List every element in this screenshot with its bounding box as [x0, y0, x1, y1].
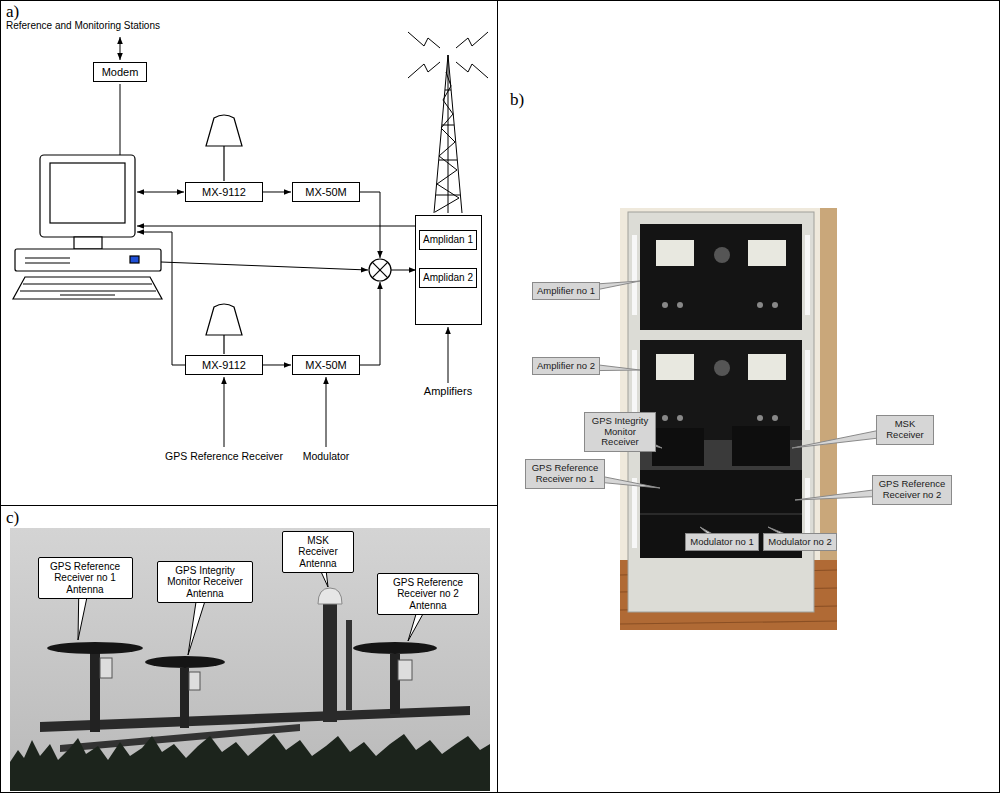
- speech-bubble: GPS Reference Receiver no 2 Antenna: [377, 573, 479, 616]
- box-text: MX-50M: [301, 186, 351, 199]
- box-text: MX-9112: [194, 359, 254, 372]
- box-text: Amplidan 2: [423, 272, 473, 284]
- box-text: MX-9112: [194, 186, 254, 199]
- signal-arrow: [263, 191, 291, 192]
- computer-icon: [13, 155, 162, 299]
- signal-arrow: [263, 364, 291, 365]
- box-text: MSK Receiver Antenna: [288, 535, 348, 570]
- box-text: GPS Reference Receiver no 1: [530, 463, 600, 485]
- panel-letter: a): [6, 2, 19, 22]
- receiver-box: MX-9112: [185, 182, 263, 203]
- callout-box: Amplifier no 1: [532, 282, 600, 301]
- callout-box: Modulator no 1: [685, 533, 758, 552]
- panel-letter: b): [510, 90, 524, 110]
- box-text: Modulator no 1: [690, 537, 753, 548]
- box-text: Amplifier no 1: [537, 286, 595, 297]
- speech-bubble: GPS Integrity Monitor Receiver Antenna: [157, 561, 253, 604]
- box-text: Amplifier no 2: [537, 361, 595, 372]
- panel-letter: c): [6, 508, 19, 528]
- mixer-symbol: [369, 259, 391, 281]
- antenna-photo: [10, 528, 490, 791]
- box-text: GPS Integrity Monitor Receiver: [589, 416, 651, 449]
- callout-box: GPS Integrity Monitor Receiver: [584, 412, 656, 453]
- box-text: MX-50M: [301, 359, 351, 372]
- box-text: MSK Receiver: [881, 419, 929, 441]
- callout-box: Amplifier no 2: [532, 357, 600, 376]
- box-text: Amplidan 1: [423, 234, 473, 246]
- callout-box: GPS Reference Receiver no 1: [525, 459, 605, 489]
- gps-antenna-icon: [206, 115, 242, 354]
- box-text: GPS Reference Receiver no 1 Antenna: [44, 561, 127, 596]
- caption-label: GPS Reference Receiver: [165, 450, 283, 462]
- signal-wire: [120, 37, 448, 447]
- speech-bubble: GPS Reference Receiver no 1 Antenna: [38, 557, 133, 600]
- speech-bubble: MSK Receiver Antenna: [282, 531, 354, 574]
- caption-label: Modulator: [303, 450, 350, 462]
- callout-pointer: [565, 281, 912, 542]
- box-text: GPS Integrity Monitor Receiver Antenna: [163, 565, 247, 600]
- callout-box: MSK Receiver: [876, 415, 934, 445]
- amplifier-box: Amplidan 2: [419, 268, 477, 288]
- transmitter-tower: [408, 32, 488, 213]
- amplifier-rack: AmplifiersAmplidan 1Amplidan 2: [415, 215, 482, 325]
- callout-box: Modulator no 2: [763, 533, 836, 552]
- box-text: Modulator no 2: [768, 537, 831, 548]
- box-text: GPS Reference Receiver no 2: [877, 479, 947, 501]
- callout-box: GPS Reference Receiver no 2: [872, 475, 952, 505]
- caption-label: Reference and Monitoring Stations: [6, 20, 160, 32]
- box-text: Amplifiers: [424, 385, 472, 398]
- receiver-box: MX-9112: [185, 355, 263, 376]
- modulator-box: MX-50M: [292, 355, 360, 376]
- box-text: GPS Reference Receiver no 2 Antenna: [383, 577, 473, 612]
- modem-box: Modem: [93, 62, 148, 83]
- amplifier-box: Amplidan 1: [419, 230, 477, 250]
- modulator-box: MX-50M: [292, 182, 360, 203]
- box-text: Modem: [102, 66, 139, 79]
